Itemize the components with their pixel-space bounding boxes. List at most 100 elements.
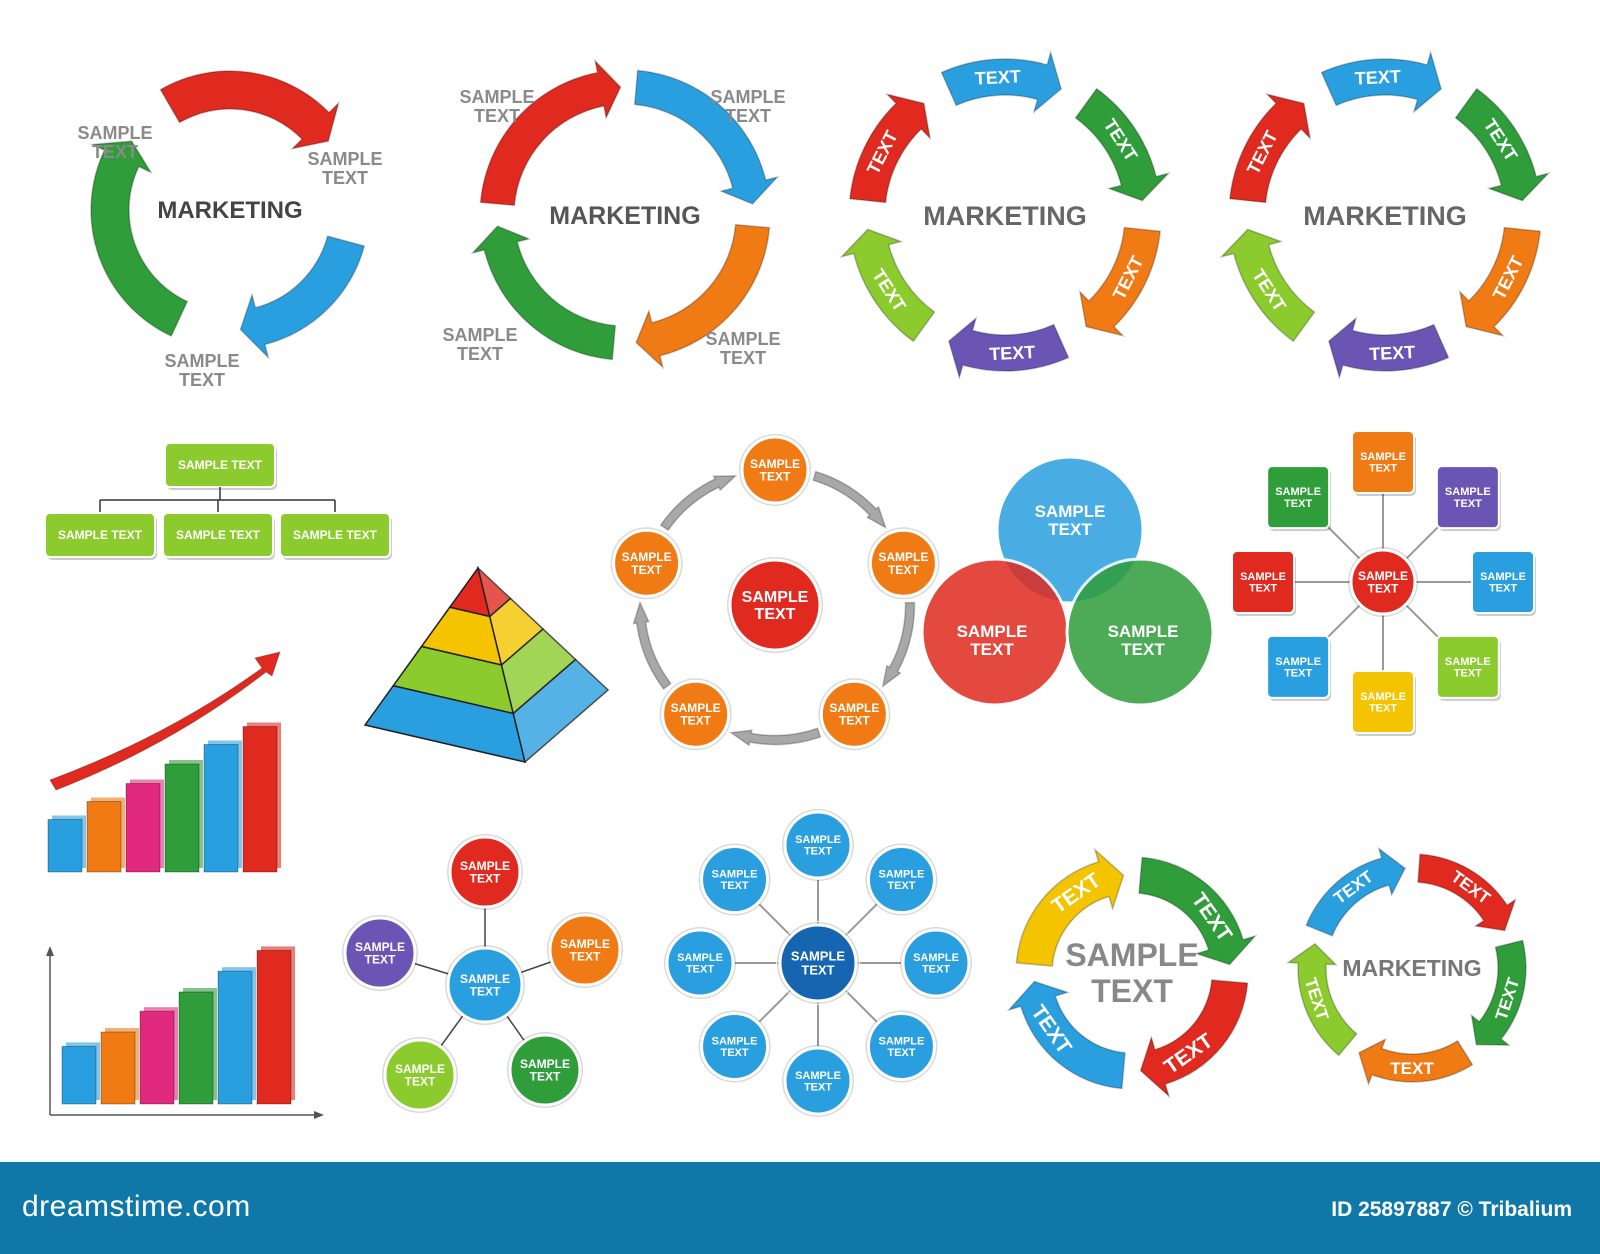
blue-hub-center-label: TEXT <box>801 962 834 977</box>
org-child-box: SAMPLE TEXT <box>279 512 392 560</box>
gray-cycle-arrow <box>659 475 738 532</box>
gray-cycle-arrow <box>881 601 916 689</box>
hub-square-node-label: SAMPLE <box>1480 571 1526 583</box>
bar <box>242 726 278 873</box>
square-hub: SAMPLETEXTSAMPLETEXTSAMPLETEXTSAMPLETEXT… <box>1231 430 1536 736</box>
green-arrow <box>1454 87 1551 202</box>
ring-center-title: SAMPLE <box>1065 937 1198 973</box>
bar <box>61 1045 97 1105</box>
hub-square-node-box <box>1351 670 1415 734</box>
cycle-center-title: MARKETING <box>1303 201 1467 231</box>
blue-arrow <box>940 49 1062 114</box>
cycle-node-circle <box>612 528 682 598</box>
star-node-circle <box>343 916 417 990</box>
sample-label: SAMPLE <box>459 87 534 107</box>
blue-hub-node-label: SAMPLE <box>712 1036 758 1048</box>
hub-connector <box>758 991 790 1023</box>
venn-label: SAMPLE <box>1035 502 1106 521</box>
cycle-center-title: MARKETING <box>923 201 1087 231</box>
bar <box>86 801 122 873</box>
green-arrow <box>470 225 617 361</box>
venn-circle-green <box>1065 557 1215 707</box>
bar <box>125 783 161 873</box>
lime-ring-arrow <box>1286 942 1358 1057</box>
hub-square-node-label: SAMPLE <box>1360 691 1406 703</box>
hub-square-node-box <box>1231 550 1295 614</box>
star-center-node-label: SAMPLE <box>460 972 510 986</box>
cycle-node-label: TEXT <box>760 470 791 484</box>
lime-arrow <box>1219 228 1316 343</box>
green-ring-arrow <box>1470 939 1527 1046</box>
hub-square-node-label: SAMPLE <box>1275 486 1321 498</box>
arrow-text-label: TEXT <box>989 342 1036 364</box>
star-node-label: SAMPLE <box>560 937 610 951</box>
hub-square-node-box <box>1435 465 1500 530</box>
sample-label: SAMPLE <box>307 149 382 169</box>
cycle-node-circle <box>661 679 731 749</box>
blue-hub-node-circle <box>700 1011 770 1081</box>
cycle-node-label: TEXT <box>839 714 870 728</box>
dreamstime-logo[interactable]: dreamstime.com <box>22 1190 251 1223</box>
blue-hub-node-circle <box>866 1011 936 1081</box>
red-ring-arrow <box>1139 979 1249 1099</box>
org-child-box-label: SAMPLE TEXT <box>176 528 261 542</box>
hub-square-node-box <box>1266 634 1331 699</box>
pyramid-layer-side <box>512 658 610 764</box>
cycle-node-circle <box>819 679 889 749</box>
bar-chart-arrow <box>47 651 281 873</box>
orange-ring-arrow <box>1358 1037 1474 1087</box>
blue-hub-center-circle <box>778 923 858 1003</box>
lime-arrow <box>839 228 936 343</box>
cycle-center-node-circle <box>728 558 822 652</box>
pyramid <box>363 565 610 764</box>
hub-connector <box>846 903 878 935</box>
cycle-node-label: TEXT <box>888 563 919 577</box>
bar <box>217 970 253 1105</box>
blue-hub-node-label: TEXT <box>804 846 832 858</box>
sample-label: TEXT <box>474 106 520 126</box>
blue-hub-node-label: SAMPLE <box>677 952 723 964</box>
red-arrow <box>159 70 340 150</box>
star-center-node-circle <box>446 946 524 1024</box>
blue-hub-node-label: SAMPLE <box>795 1070 841 1082</box>
star-node-label: SAMPLE <box>395 1062 445 1076</box>
blue-hub-node-circle <box>700 845 770 915</box>
star-node-label: TEXT <box>470 872 501 886</box>
circle-cycle: SAMPLETEXTSAMPLETEXTSAMPLETEXTSAMPLETEXT… <box>610 434 940 751</box>
hub-square-node-label: SAMPLE <box>1360 451 1406 463</box>
star-node-circle <box>383 1038 457 1112</box>
cycle-center-title: MARKETING <box>549 202 700 230</box>
sample-label: SAMPLE <box>164 351 239 371</box>
gray-cycle-arrow <box>632 600 672 691</box>
hub-square-node-label: SAMPLE <box>1240 571 1286 583</box>
blue-hub-node-label: TEXT <box>804 1082 832 1094</box>
gray-cycle-arrow <box>812 470 887 530</box>
sample-label: TEXT <box>725 106 771 126</box>
blue-hub-node-label: SAMPLE <box>913 952 959 964</box>
star-node-label: TEXT <box>530 1070 561 1084</box>
venn-label: TEXT <box>1121 640 1165 659</box>
blue-hub-node-label: SAMPLE <box>712 869 758 881</box>
org-child-box-label: SAMPLE TEXT <box>293 528 378 542</box>
x-axis-arrowhead <box>314 1111 324 1119</box>
blue-hub-node-label: TEXT <box>887 1047 915 1059</box>
sample-label: SAMPLE <box>442 325 517 345</box>
hub-square-node-box <box>1435 634 1500 699</box>
